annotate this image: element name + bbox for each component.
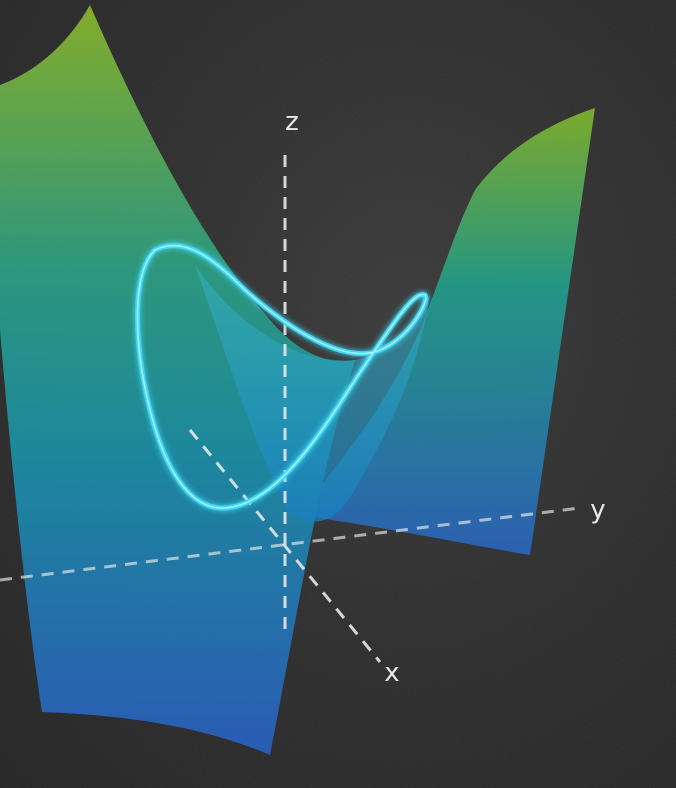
y-axis-line bbox=[0, 506, 581, 582]
saddle-intersection-curve-core bbox=[136, 244, 427, 509]
saddle-surface-inner-fold bbox=[195, 265, 430, 522]
axes bbox=[0, 155, 581, 663]
x-axis-label: x bbox=[384, 658, 399, 688]
y-axis-label: y bbox=[590, 495, 605, 525]
x-axis-line bbox=[188, 429, 382, 663]
z-axis-label: z bbox=[285, 107, 299, 137]
